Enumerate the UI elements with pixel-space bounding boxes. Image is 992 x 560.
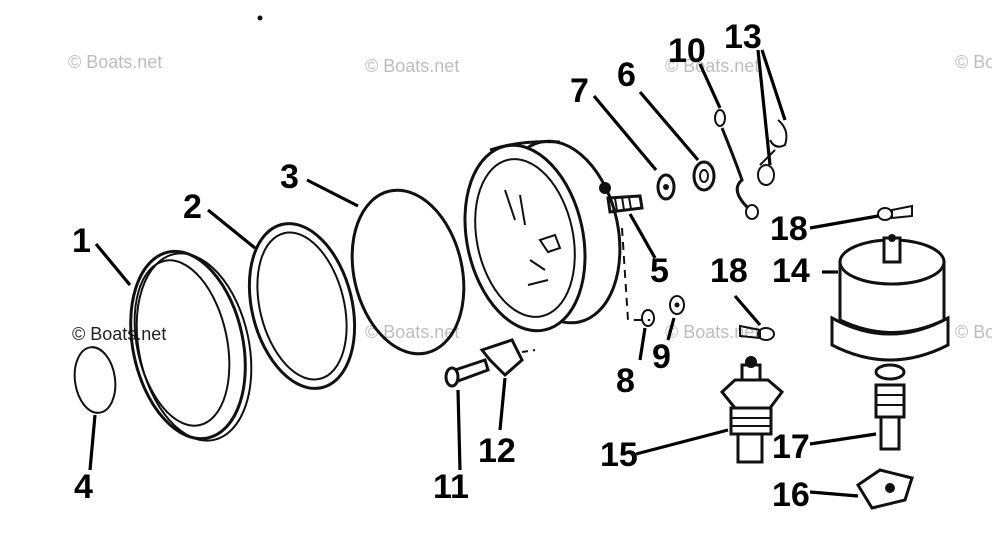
part-small-washer bbox=[641, 309, 655, 327]
part-gauge-body bbox=[463, 139, 650, 333]
callout-15: 15 bbox=[600, 436, 638, 474]
stray-mark bbox=[257, 15, 263, 21]
watermark: © Boats.net bbox=[68, 52, 162, 72]
callout-5: 5 bbox=[650, 252, 669, 290]
part-washer bbox=[656, 173, 676, 201]
watermark: © Boats.net bbox=[72, 324, 166, 344]
part-small-nut bbox=[669, 295, 685, 315]
part-bezel bbox=[129, 249, 253, 442]
part-terminal-lower bbox=[739, 324, 775, 341]
part-terminal-upper bbox=[877, 204, 913, 221]
part-lens-disc bbox=[73, 346, 117, 414]
callout-9: 9 bbox=[652, 338, 671, 376]
callout-3: 3 bbox=[280, 158, 299, 196]
leader-lines bbox=[88, 49, 879, 498]
callout-6: 6 bbox=[617, 56, 636, 94]
callout-14: 14 bbox=[772, 252, 810, 290]
part-block bbox=[855, 468, 914, 510]
callout-2: 2 bbox=[183, 188, 202, 226]
part-clip bbox=[479, 338, 536, 378]
watermark: © Boats.net bbox=[365, 56, 459, 76]
watermark: © Boats.net bbox=[955, 322, 992, 342]
callout-18-upper: 18 bbox=[770, 210, 808, 248]
watermark: © Boats.net bbox=[365, 322, 459, 342]
part-screw bbox=[444, 358, 490, 388]
callout-8: 8 bbox=[616, 362, 635, 400]
watermark-layer: © Boats.net © Boats.net © Boats.net © Bo… bbox=[68, 52, 992, 344]
callout-18-lower: 18 bbox=[710, 252, 748, 290]
callout-17: 17 bbox=[772, 428, 810, 466]
watermark: © Boats.net bbox=[955, 52, 992, 72]
callout-1: 1 bbox=[72, 222, 91, 260]
part-gasket bbox=[247, 222, 357, 390]
callout-4: 4 bbox=[74, 468, 93, 506]
part-nut bbox=[692, 160, 716, 192]
callout-10: 10 bbox=[668, 32, 706, 70]
watermark: © Boats.net bbox=[665, 322, 759, 342]
watermark: © Boats.net bbox=[665, 56, 759, 76]
part-glass bbox=[350, 188, 466, 356]
part-switch bbox=[719, 356, 785, 464]
callout-16: 16 bbox=[772, 476, 810, 514]
callout-labels: 1 2 3 4 5 6 7 8 9 10 11 12 13 14 15 16 1… bbox=[72, 18, 810, 514]
callout-7: 7 bbox=[570, 72, 589, 110]
part-sender bbox=[830, 234, 950, 362]
part-fitting bbox=[874, 363, 906, 451]
part-wire-lead bbox=[714, 109, 788, 220]
callout-13: 13 bbox=[724, 18, 762, 56]
callout-12: 12 bbox=[478, 432, 516, 470]
callout-11: 11 bbox=[433, 468, 469, 506]
